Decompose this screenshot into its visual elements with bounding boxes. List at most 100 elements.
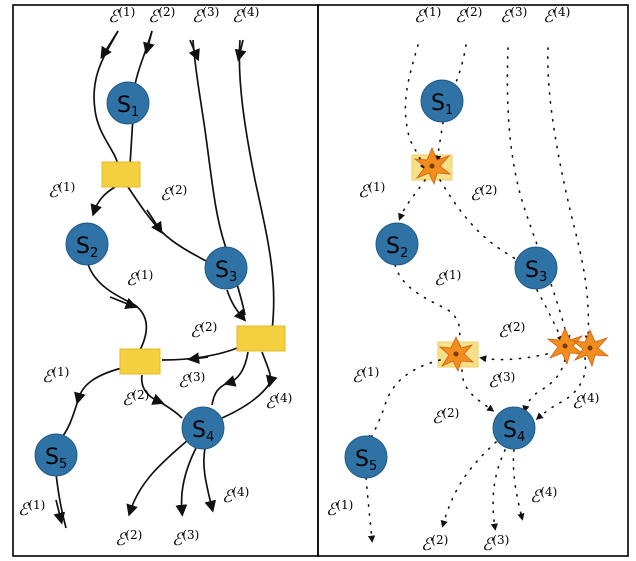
edge-e3-arrow [188, 39, 200, 62]
dotted-r1-s2 [398, 179, 426, 221]
burst-router-3b [571, 328, 610, 368]
router-3 [236, 325, 286, 352]
dotted-r3-r2 [479, 351, 557, 363]
node-s3-circle [204, 246, 248, 290]
edge-r2-s4 [140, 374, 165, 405]
right-bursts [413, 146, 610, 373]
event-label: ℰ(1) [326, 498, 353, 520]
dotted-r3-s4-b [535, 357, 587, 420]
edge-s4-out-2 [126, 439, 189, 517]
right-panel-frame [317, 4, 629, 557]
burst-router-3a [546, 326, 585, 366]
node-s5-circle [344, 435, 388, 479]
right-routers [411, 154, 479, 368]
event-label: ℰ(4) [265, 391, 292, 413]
node-s5: S5 [344, 435, 388, 479]
edge-s5-out-arrow [53, 499, 66, 525]
node-s4: S4 [492, 406, 536, 450]
event-label: ℰ(1) [108, 5, 135, 27]
event-label: ℰ(1) [352, 365, 379, 387]
event-label: ℰ(3) [500, 5, 527, 27]
node-s3: S3 [204, 246, 248, 290]
event-label: ℰ(4) [572, 391, 599, 413]
event-label: ℰ(1) [358, 180, 385, 202]
node-s5-label: S5 [45, 445, 67, 472]
event-label: ℰ(2) [432, 406, 459, 428]
router-2 [119, 348, 161, 375]
edge-r3-r2-arrow [187, 352, 209, 365]
router-1 [101, 161, 141, 188]
edge-r3-s4-b [261, 351, 278, 388]
event-label: ℰ(1) [434, 268, 461, 290]
left-routers [101, 161, 286, 375]
edge-e4-in [238, 39, 275, 331]
event-label: ℰ(2) [160, 183, 187, 205]
right-panel: S1 S2 S3 S4 S5 ℰ(1) ℰ(2) ℰ(3) [317, 4, 629, 557]
dotted-s2-r2 [394, 264, 462, 351]
node-s1-circle [420, 79, 464, 123]
event-label: ℰ(3) [178, 370, 205, 392]
right-event-labels: ℰ(1) ℰ(2) ℰ(3) ℰ(4) ℰ(1) ℰ(2) ℰ(1) ℰ(2) … [326, 5, 599, 555]
dotted-s3-r3 [536, 289, 564, 343]
edge-s4-out-4 [202, 447, 217, 513]
dotted-r2-s5 [368, 359, 441, 443]
node-s4-label: S4 [192, 418, 214, 445]
left-panel: S1 S2 S3 S4 S5 ℰ(1) ℰ(2) ℰ(3) [12, 4, 319, 557]
event-label: ℰ(2) [190, 320, 217, 342]
dotted-e2-in [434, 44, 467, 163]
event-label: ℰ(4) [222, 485, 249, 507]
node-s2-circle [65, 222, 109, 266]
node-s4: S4 [181, 406, 225, 450]
node-s1-label: S1 [431, 91, 453, 118]
edge-r1-s2 [90, 186, 116, 217]
node-s2-label: S2 [386, 234, 408, 261]
event-label: ℰ(2) [498, 320, 525, 342]
node-s1-label: S1 [117, 93, 139, 120]
edge-s2-r2b [134, 304, 148, 351]
left-event-labels: ℰ(1) ℰ(2) ℰ(3) ℰ(4) ℰ(1) ℰ(2) ℰ(1) ℰ(2) … [18, 5, 292, 550]
event-label: ℰ(1) [48, 180, 75, 202]
node-s2-circle [375, 222, 419, 266]
node-s2: S2 [375, 222, 419, 266]
event-label: ℰ(2) [115, 528, 142, 550]
event-label: ℰ(1) [414, 5, 441, 27]
event-label: ℰ(2) [148, 5, 175, 27]
node-s1: S1 [420, 79, 464, 123]
edge-r2-s4b [159, 401, 183, 419]
node-s4-circle [181, 406, 225, 450]
dotted-e1-in [404, 44, 427, 171]
event-label: ℰ(1) [42, 365, 69, 387]
event-label: ℰ(3) [172, 528, 199, 550]
event-label: ℰ(3) [488, 370, 515, 392]
node-s3-label: S3 [215, 258, 237, 285]
event-label: ℰ(4) [543, 5, 570, 27]
burst-router-1 [413, 146, 452, 186]
node-s4-circle [492, 406, 536, 450]
edge-r3-s4-a [223, 351, 249, 387]
node-s3-circle [514, 246, 558, 290]
left-edges [53, 30, 278, 529]
event-label: ℰ(4) [232, 5, 259, 27]
node-s4-label: S4 [503, 418, 525, 445]
burst-router-2 [438, 336, 475, 373]
edge-e4-arrow [234, 39, 247, 62]
dotted-s4-out-3 [490, 449, 506, 531]
edge-e1-arrow [100, 30, 119, 60]
node-s5-label: S5 [355, 447, 377, 474]
node-s3-label: S3 [525, 258, 547, 285]
dotted-e3-in [506, 47, 571, 343]
event-label: ℰ(4) [530, 485, 557, 507]
dotted-s4-out-2 [440, 441, 497, 528]
node-s2: S2 [65, 222, 109, 266]
node-s3: S3 [514, 246, 558, 290]
edge-s2-r2-arrow [109, 296, 138, 309]
dotted-s5-out [365, 477, 376, 543]
node-s2-label: S2 [76, 234, 98, 261]
node-s5: S5 [34, 433, 78, 477]
edge-e2-arrow [143, 30, 155, 55]
dotted-s4-out-4 [512, 449, 525, 521]
edge-s4-out-3 [175, 447, 197, 517]
right-nodes: S1 S2 S3 S4 S5 [344, 79, 558, 479]
event-label: ℰ(2) [470, 183, 497, 205]
edge-r2-s5b [59, 399, 79, 441]
